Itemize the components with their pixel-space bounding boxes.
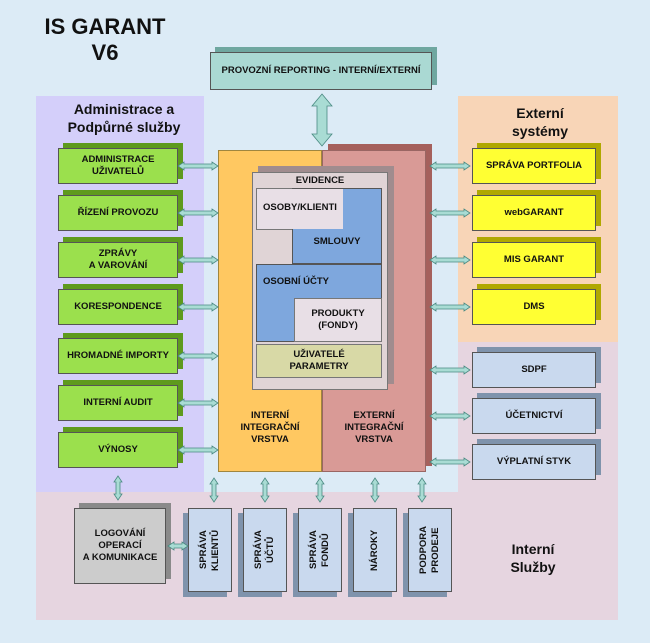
admin-item-vynosy[interactable]: VÝNOSY — [58, 432, 178, 468]
products-box[interactable]: PRODUKTY (FONDY) — [294, 298, 382, 342]
admin-item-korespondence[interactable]: KORESPONDENCE — [58, 289, 178, 325]
right-item-sdpf[interactable]: SDPF — [472, 352, 596, 388]
external-layer-label: EXTERNÍ INTEGRAČNÍ VRSTVA — [344, 410, 404, 445]
internal-layer-label: INTERNÍ INTEGRAČNÍ VRSTVA — [240, 410, 300, 445]
right-arrow-2 — [429, 411, 471, 421]
reporting-box[interactable]: PROVOZNÍ REPORTING - INTERNÍ/EXTERNÍ — [210, 52, 432, 90]
app-title-line1: IS GARANT — [44, 14, 166, 39]
external-item-mis-garant[interactable]: MIS GARANT — [472, 242, 596, 278]
admin-arrow-6 — [177, 398, 219, 408]
external-arrow-4 — [429, 302, 471, 312]
app-title: IS GARANT V6 — [40, 14, 170, 66]
external-item-webgarant[interactable]: webGARANT — [472, 195, 596, 231]
reporting-arrow — [311, 93, 333, 147]
admin-arrow-7 — [177, 445, 219, 455]
admin-arrow-5 — [177, 351, 219, 361]
internal-arrow-2 — [260, 477, 270, 503]
internal-title: Interní Služby — [510, 541, 556, 575]
admin-item-administrace[interactable]: ADMINISTRACE UŽIVATELŮ — [58, 148, 178, 184]
admin-arrow-4 — [177, 302, 219, 312]
internal-arrow-5 — [417, 477, 427, 503]
logging-box[interactable]: LOGOVÁNÍ OPERACÍ A KOMUNIKACE — [74, 508, 166, 584]
accounts-label: OSOBNÍ ÚČTY — [263, 276, 329, 287]
internal-arrow-4 — [370, 477, 380, 503]
evidence-label: EVIDENCE — [295, 175, 345, 186]
contracts-notch — [257, 189, 343, 229]
internal-arrow-3 — [315, 477, 325, 503]
admin-arrow-2 — [177, 208, 219, 218]
external-item-dms[interactable]: DMS — [472, 289, 596, 325]
admin-item-rizeni-provozu[interactable]: ŘÍZENÍ PROVOZU — [58, 195, 178, 231]
admin-item-zpravy[interactable]: ZPRÁVY A VAROVÁNÍ — [58, 242, 178, 278]
external-arrow-2 — [429, 208, 471, 218]
admin-item-hromadne-importy[interactable]: HROMADNÉ IMPORTY — [58, 338, 178, 374]
admin-arrow-1 — [177, 161, 219, 171]
app-title-line2: V6 — [91, 40, 119, 65]
admin-title: Administrace a Podpůrné služby — [67, 101, 181, 135]
persons-label: OSOBY/KLIENTI — [263, 202, 337, 213]
internal-arrow-1 — [209, 477, 219, 503]
users-parameters-box[interactable]: UŽIVATELÉ PARAMETRY — [256, 344, 382, 378]
right-item-vyplatni-styk[interactable]: VÝPLATNÍ STYK — [472, 444, 596, 480]
external-arrow-3 — [429, 255, 471, 265]
external-arrow-1 — [429, 161, 471, 171]
right-item-ucetnictvi[interactable]: ÚČETNICTVÍ — [472, 398, 596, 434]
external-item-sprava-portfolia[interactable]: SPRÁVA PORTFOLIA — [472, 148, 596, 184]
right-arrow-3 — [429, 457, 471, 467]
admin-arrow-3 — [177, 255, 219, 265]
vynosy-logging-arrow — [113, 475, 123, 501]
logging-internal-arrow — [167, 541, 189, 551]
right-arrow-1 — [429, 365, 471, 375]
internal-region-right — [458, 342, 618, 620]
admin-item-interni-audit[interactable]: INTERNÍ AUDIT — [58, 385, 178, 421]
external-title: Externí systémy — [511, 105, 569, 139]
contracts-label: SMLOUVY — [313, 236, 361, 247]
